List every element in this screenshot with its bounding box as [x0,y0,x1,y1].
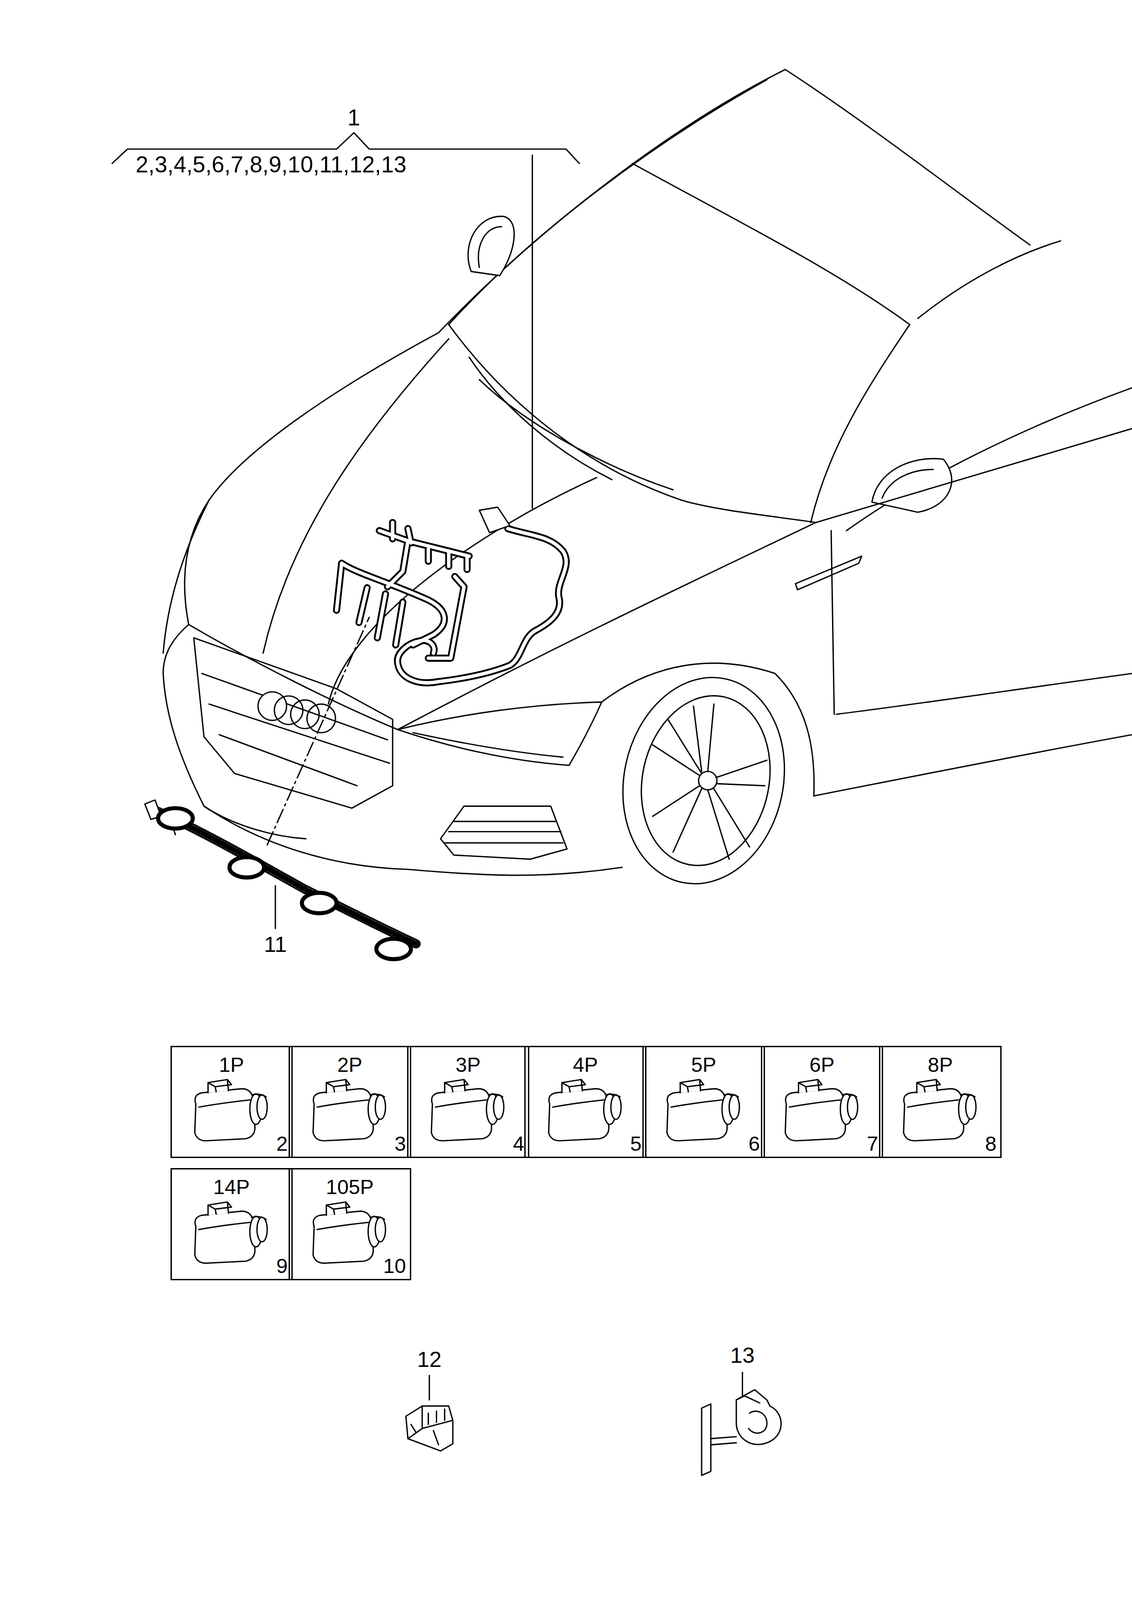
pin-count: 5P [643,1054,764,1075]
pin-count: 3P [408,1054,529,1075]
callout-number: 9 [276,1255,288,1276]
connector-box: 14P 9 [170,1167,294,1280]
connector-box: 4P 5 [524,1045,647,1158]
callout-number: 3 [394,1132,407,1154]
callout-number: 2,3,4,5,6,7,8,9,10,11,12,13 [135,153,407,176]
callout-number: 13 [730,1343,755,1366]
connector-box: 2P 3 [288,1045,412,1158]
pin-count: 105P [289,1176,410,1197]
callout-number: 7 [866,1132,879,1154]
connector-box: 1P 2 [170,1045,294,1158]
pin-count: 4P [525,1054,646,1075]
pin-count: 8P [880,1054,1001,1075]
pin-count: 14P [171,1176,292,1197]
callout-number: 10 [383,1255,407,1276]
callout-number: 1 [347,106,361,130]
connector-box: 6P 7 [760,1045,884,1158]
callout-number: 4 [512,1132,525,1154]
connector-box: 3P 4 [407,1045,530,1158]
callout-number: 2 [276,1132,288,1154]
pin-count: 1P [171,1054,292,1075]
callout-number: 8 [985,1132,997,1154]
connector-box: 8P 8 [878,1045,1002,1158]
pin-count: 6P [762,1054,883,1075]
callout-number: 6 [748,1132,760,1154]
pin-count: 2P [289,1054,410,1075]
connector-box: 5P 6 [642,1045,766,1158]
connector-box: 105P 10 [288,1167,412,1280]
callout-number: 5 [630,1132,642,1154]
callout-number: 12 [417,1348,442,1370]
callout-number: 11 [263,933,287,956]
